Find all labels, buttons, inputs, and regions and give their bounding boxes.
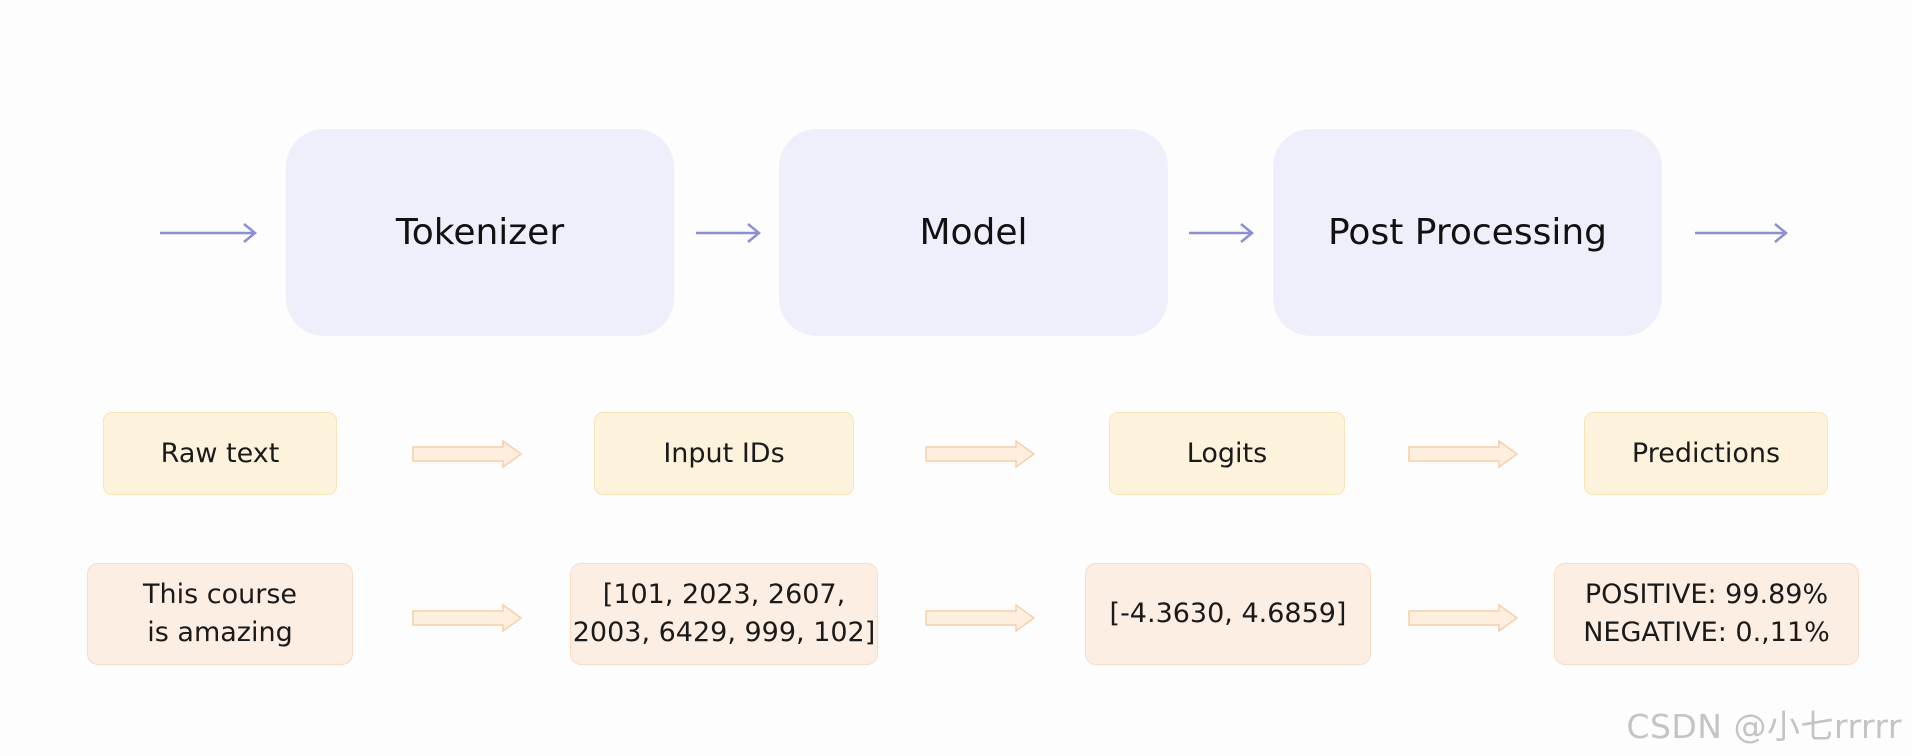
- example-logits: [-4.3630, 4.6859]: [1085, 563, 1371, 665]
- input-arrow-icon: [160, 223, 257, 243]
- label-raw-text-text: Raw text: [160, 438, 280, 469]
- label-logits: Logits: [1109, 412, 1345, 495]
- example-ids-to-logits-block-arrow-icon: [925, 603, 1036, 633]
- tokenizer-to-model-arrow-icon: [696, 223, 761, 243]
- label-raw-text: Raw text: [103, 412, 337, 495]
- logits-to-predictions-block-arrow-icon: [1408, 439, 1519, 469]
- example-logits-value: [-4.3630, 4.6859]: [1109, 598, 1347, 629]
- example-raw-text: This course is amazing: [87, 563, 353, 665]
- stage-model-label: Model: [919, 212, 1028, 253]
- example-input-ids-value: [101, 2023, 2607, 2003, 6429, 999, 102]: [572, 579, 876, 648]
- label-predictions: Predictions: [1584, 412, 1828, 495]
- output-arrow-icon: [1695, 223, 1788, 243]
- example-predictions-value: POSITIVE: 99.89% NEGATIVE: 0.,11%: [1583, 579, 1830, 648]
- example-raw-text-value: This course is amazing: [142, 579, 297, 648]
- example-input-ids: [101, 2023, 2607, 2003, 6429, 999, 102]: [570, 563, 878, 665]
- ids-to-logits-block-arrow-icon: [925, 439, 1036, 469]
- example-raw-to-ids-block-arrow-icon: [412, 603, 523, 633]
- stage-post-processing: Post Processing: [1273, 129, 1662, 336]
- csdn-watermark: CSDN @小七rrrrr: [1626, 707, 1902, 746]
- example-logits-to-predictions-block-arrow-icon: [1408, 603, 1519, 633]
- label-input-ids-text: Input IDs: [663, 438, 785, 469]
- stage-tokenizer: Tokenizer: [286, 129, 674, 336]
- model-to-postprocessing-arrow-icon: [1189, 223, 1254, 243]
- stage-tokenizer-label: Tokenizer: [395, 212, 565, 253]
- label-logits-text: Logits: [1186, 438, 1268, 469]
- label-predictions-text: Predictions: [1631, 438, 1781, 469]
- example-predictions: POSITIVE: 99.89% NEGATIVE: 0.,11%: [1554, 563, 1859, 665]
- raw-to-ids-block-arrow-icon: [412, 439, 523, 469]
- stage-model: Model: [779, 129, 1168, 336]
- stage-post-processing-label: Post Processing: [1328, 212, 1607, 253]
- label-input-ids: Input IDs: [594, 412, 854, 495]
